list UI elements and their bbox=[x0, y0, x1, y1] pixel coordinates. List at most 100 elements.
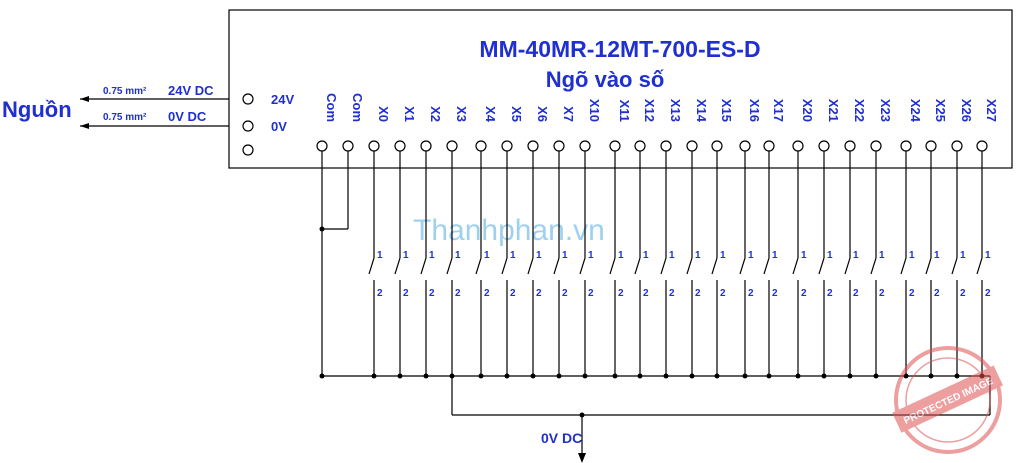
switch-pin-2: 2 bbox=[669, 288, 675, 299]
input-terminal-x10: X10 1 2 bbox=[579, 99, 602, 379]
watermark: Thanhphan.vn bbox=[413, 214, 605, 247]
switch-pin-1: 1 bbox=[562, 250, 568, 261]
terminal-label: X7 bbox=[561, 106, 576, 122]
terminal-circle bbox=[792, 140, 804, 152]
switch-contact bbox=[900, 257, 907, 275]
switch-pin-2: 2 bbox=[772, 288, 778, 299]
terminal-label: X16 bbox=[747, 99, 762, 122]
terminal-circle bbox=[501, 140, 513, 152]
switch-contact bbox=[660, 257, 667, 275]
terminal-circle bbox=[342, 140, 354, 152]
terminal-0v bbox=[242, 120, 254, 132]
terminal-circle bbox=[711, 140, 723, 152]
module-box bbox=[228, 9, 1013, 169]
switch-contact bbox=[763, 257, 770, 275]
switch-pin-1: 1 bbox=[720, 250, 726, 261]
switch-pin-1: 1 bbox=[455, 250, 461, 261]
terminal-circle bbox=[844, 140, 856, 152]
switch-pin-1: 1 bbox=[588, 250, 594, 261]
switch-pin-2: 2 bbox=[827, 288, 833, 299]
terminal-circle bbox=[609, 140, 621, 152]
common-bus bbox=[319, 151, 991, 418]
power-line-0v: 0.75 mm² 0V DC bbox=[80, 109, 229, 129]
switch-pin-2: 2 bbox=[695, 288, 701, 299]
terminal-label: X6 bbox=[535, 106, 550, 122]
terminal-label: X15 bbox=[719, 99, 734, 122]
switch-pin-1: 1 bbox=[484, 250, 490, 261]
switch-pin-2: 2 bbox=[879, 288, 885, 299]
terminal-label: Com bbox=[350, 93, 365, 122]
voltage-label: 0V DC bbox=[168, 109, 207, 124]
terminal-circle bbox=[739, 140, 751, 152]
terminal-circle bbox=[475, 140, 487, 152]
switch-pin-2: 2 bbox=[960, 288, 966, 299]
switch-pin-2: 2 bbox=[934, 288, 940, 299]
switch-pin-1: 1 bbox=[643, 250, 649, 261]
switch-pin-2: 2 bbox=[720, 288, 726, 299]
terminal-circle bbox=[763, 140, 775, 152]
terminal-circle bbox=[553, 140, 565, 152]
switch-pin-1: 1 bbox=[377, 250, 383, 261]
terminal-label: X22 bbox=[852, 99, 867, 122]
switch-pin-2: 2 bbox=[618, 288, 624, 299]
power-line-24v: 0.75 mm² 24V DC bbox=[80, 83, 229, 102]
wire-size-label: 0.75 mm² bbox=[103, 112, 147, 123]
ground-label: 0V DC bbox=[541, 430, 582, 446]
switch-pin-2: 2 bbox=[853, 288, 859, 299]
switch-pin-2: 2 bbox=[536, 288, 542, 299]
terminal-label: X20 bbox=[800, 99, 815, 122]
switch-pin-1: 1 bbox=[960, 250, 966, 261]
switch-pin-1: 1 bbox=[429, 250, 435, 261]
terminal-label-0v: 0V bbox=[271, 119, 287, 134]
switch-contact bbox=[818, 257, 825, 275]
switch-pin-2: 2 bbox=[748, 288, 754, 299]
switch-pin-2: 2 bbox=[429, 288, 435, 299]
terminal-label: Com bbox=[324, 93, 339, 122]
switch-pin-1: 1 bbox=[879, 250, 885, 261]
protected-stamp: PROTECTED IMAGE bbox=[892, 346, 1003, 454]
switch-contact bbox=[527, 257, 534, 275]
terminal-label: X0 bbox=[376, 106, 391, 122]
arrow-icon bbox=[578, 453, 586, 463]
terminal-circle bbox=[818, 140, 830, 152]
terminal-label: X4 bbox=[483, 106, 498, 123]
switch-pin-2: 2 bbox=[588, 288, 594, 299]
module-subtitle: Ngõ vào số bbox=[546, 67, 665, 92]
power-source-label: Nguồn bbox=[2, 97, 72, 122]
terminal-circle bbox=[446, 140, 458, 152]
switch-contact bbox=[951, 257, 958, 275]
terminal-label: X10 bbox=[587, 99, 602, 122]
switch-contact bbox=[686, 257, 693, 275]
switch-pin-1: 1 bbox=[909, 250, 915, 261]
terminal-circle bbox=[951, 140, 963, 152]
terminal-circle bbox=[579, 140, 591, 152]
switch-pin-2: 2 bbox=[985, 288, 991, 299]
switch-pin-1: 1 bbox=[403, 250, 409, 261]
terminal-circle bbox=[316, 140, 328, 152]
voltage-label: 24V DC bbox=[168, 83, 214, 98]
terminal-label: X27 bbox=[984, 99, 999, 122]
switch-contact bbox=[420, 257, 427, 275]
terminal-circle bbox=[660, 140, 672, 152]
switch-contact bbox=[446, 257, 453, 275]
switch-contact bbox=[501, 257, 508, 275]
switch-pin-2: 2 bbox=[455, 288, 461, 299]
switch-pin-1: 1 bbox=[801, 250, 807, 261]
terminal-label: X3 bbox=[454, 106, 469, 122]
switch-contact bbox=[368, 257, 375, 275]
junction-dot bbox=[319, 226, 325, 232]
terminal-label: X14 bbox=[694, 99, 709, 123]
switch-contact bbox=[792, 257, 799, 275]
